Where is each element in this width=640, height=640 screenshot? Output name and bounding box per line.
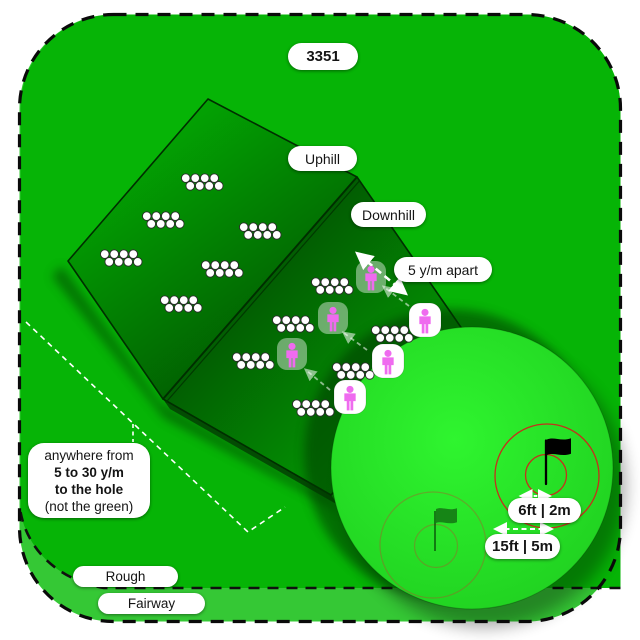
ghost-person-icon xyxy=(318,302,348,334)
golf-ball-cluster xyxy=(311,277,354,295)
distance-path-dashed xyxy=(25,321,286,534)
slope-ridge-line xyxy=(162,176,358,400)
golf-ball-cluster xyxy=(332,362,375,380)
outer-radius-label: 15ft | 5m xyxy=(485,534,560,559)
shift-arrow xyxy=(381,285,410,307)
inner-radius-label: 6ft | 2m xyxy=(508,498,581,523)
note-line: (not the green) xyxy=(44,498,134,514)
downhill-label: Downhill xyxy=(351,202,426,227)
shift-arrow xyxy=(303,368,331,391)
distance-note: anywhere from 5 to 30 y/m to the hole (n… xyxy=(28,443,150,518)
golf-ball-cluster xyxy=(272,315,315,333)
golf-ball-cluster xyxy=(141,211,185,229)
flag-icon xyxy=(547,438,571,456)
golf-ball-cluster xyxy=(231,352,275,370)
slope-ridge-line xyxy=(165,180,361,403)
spacing-arrow xyxy=(354,251,409,296)
note-line: 5 to 30 y/m xyxy=(54,464,124,480)
annotation-arrows xyxy=(25,251,554,536)
golf-ball-clusters xyxy=(99,173,414,417)
ghost-target xyxy=(379,491,487,599)
ghost-person-icon xyxy=(277,338,307,370)
person-icon xyxy=(371,343,405,379)
person-icon xyxy=(333,379,367,415)
note-line: to the hole xyxy=(54,481,124,497)
note-line: anywhere from xyxy=(44,447,134,463)
golf-ball-cluster xyxy=(99,249,143,267)
person-icon xyxy=(408,302,442,338)
golf-ball-cluster xyxy=(292,399,335,417)
golf-ball-cluster xyxy=(238,222,282,240)
slope-side-edge xyxy=(163,399,338,505)
golf-ball-cluster xyxy=(200,260,244,278)
players xyxy=(277,261,442,415)
uphill-label: Uphill xyxy=(288,146,357,171)
golf-ball-cluster xyxy=(180,173,224,191)
ghost-flag-icon xyxy=(436,508,457,524)
ghost-person-icon xyxy=(356,261,386,293)
spacing-label: 5 y/m apart xyxy=(394,257,492,282)
fairway-label: Fairway xyxy=(98,593,205,614)
golf-ball-cluster xyxy=(371,325,414,343)
golf-ball-cluster xyxy=(159,295,203,313)
hole-number-badge: 3351 xyxy=(288,43,358,70)
rough-label: Rough xyxy=(73,566,178,587)
course-boundary xyxy=(17,12,623,624)
